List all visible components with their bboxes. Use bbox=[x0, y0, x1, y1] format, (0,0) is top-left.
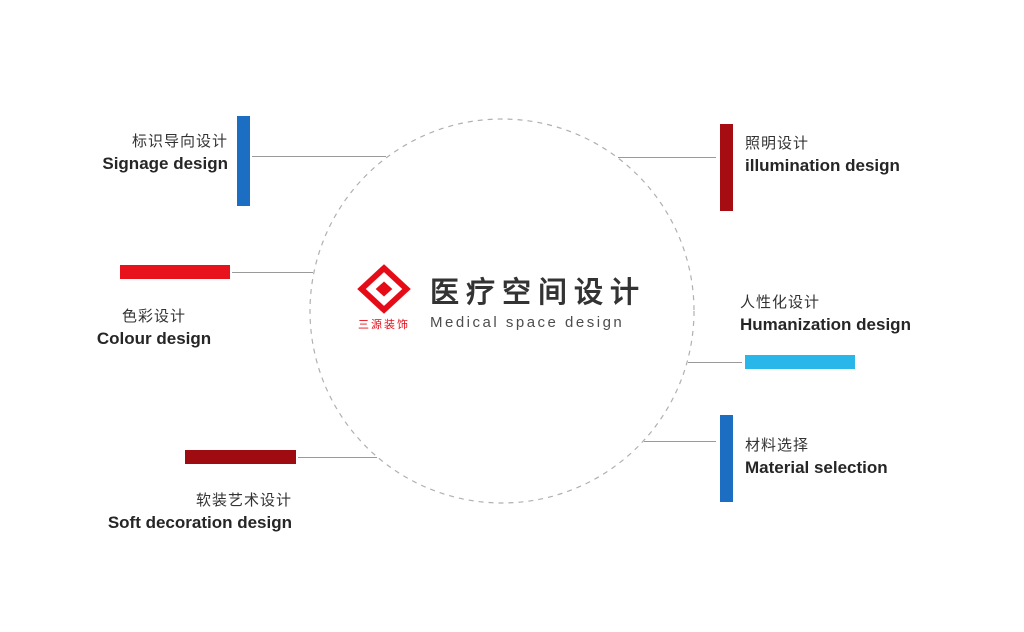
signage-color-bar bbox=[237, 116, 250, 206]
label-soft-decoration-en: Soft decoration design bbox=[107, 513, 292, 532]
humanization-color-bar bbox=[745, 355, 855, 369]
connector-line-signage bbox=[252, 156, 386, 157]
connector-line-illumination bbox=[618, 157, 716, 158]
company-logo-icon bbox=[357, 264, 411, 319]
connector-line-humanization bbox=[688, 362, 742, 363]
label-soft-decoration-zh: 软装艺术设计 bbox=[195, 492, 292, 509]
dashed-circle bbox=[309, 118, 695, 504]
soft-decoration-color-bar bbox=[185, 450, 296, 464]
label-material-zh: 材料选择 bbox=[745, 437, 810, 454]
label-illumination-zh: 照明设计 bbox=[745, 135, 810, 152]
connector-line-colour bbox=[232, 272, 313, 273]
center-title: 医疗空间设计 bbox=[430, 277, 647, 309]
label-material-en: Material selection bbox=[745, 458, 888, 477]
illumination-color-bar bbox=[720, 124, 733, 211]
label-humanization-design: 人性化设计 Humanization design bbox=[740, 292, 911, 336]
label-soft-decoration-design: 软装艺术设计 Soft decoration design bbox=[108, 490, 292, 534]
label-signage-zh: 标识导向设计 bbox=[131, 133, 228, 150]
label-signage-en: Signage design bbox=[102, 154, 228, 173]
label-colour-en: Colour design bbox=[96, 329, 212, 348]
label-colour-design: 色彩设计 Colour design bbox=[86, 306, 222, 350]
center-subtitle: Medical space design bbox=[430, 314, 625, 331]
company-logo-caption: 三源装饰 bbox=[358, 319, 410, 331]
label-illumination-en: illumination design bbox=[745, 156, 900, 175]
label-humanization-zh: 人性化设计 bbox=[740, 294, 821, 311]
label-illumination-design: 照明设计 illumination design bbox=[745, 133, 900, 177]
label-signage-design: 标识导向设计 Signage design bbox=[102, 131, 228, 175]
material-color-bar bbox=[720, 415, 733, 502]
label-colour-zh: 色彩设计 bbox=[121, 308, 186, 325]
connector-line-soft-decoration bbox=[298, 457, 377, 458]
label-humanization-en: Humanization design bbox=[740, 315, 911, 334]
label-material-selection: 材料选择 Material selection bbox=[745, 435, 888, 479]
connector-line-material bbox=[644, 441, 716, 442]
colour-color-bar bbox=[120, 265, 230, 279]
